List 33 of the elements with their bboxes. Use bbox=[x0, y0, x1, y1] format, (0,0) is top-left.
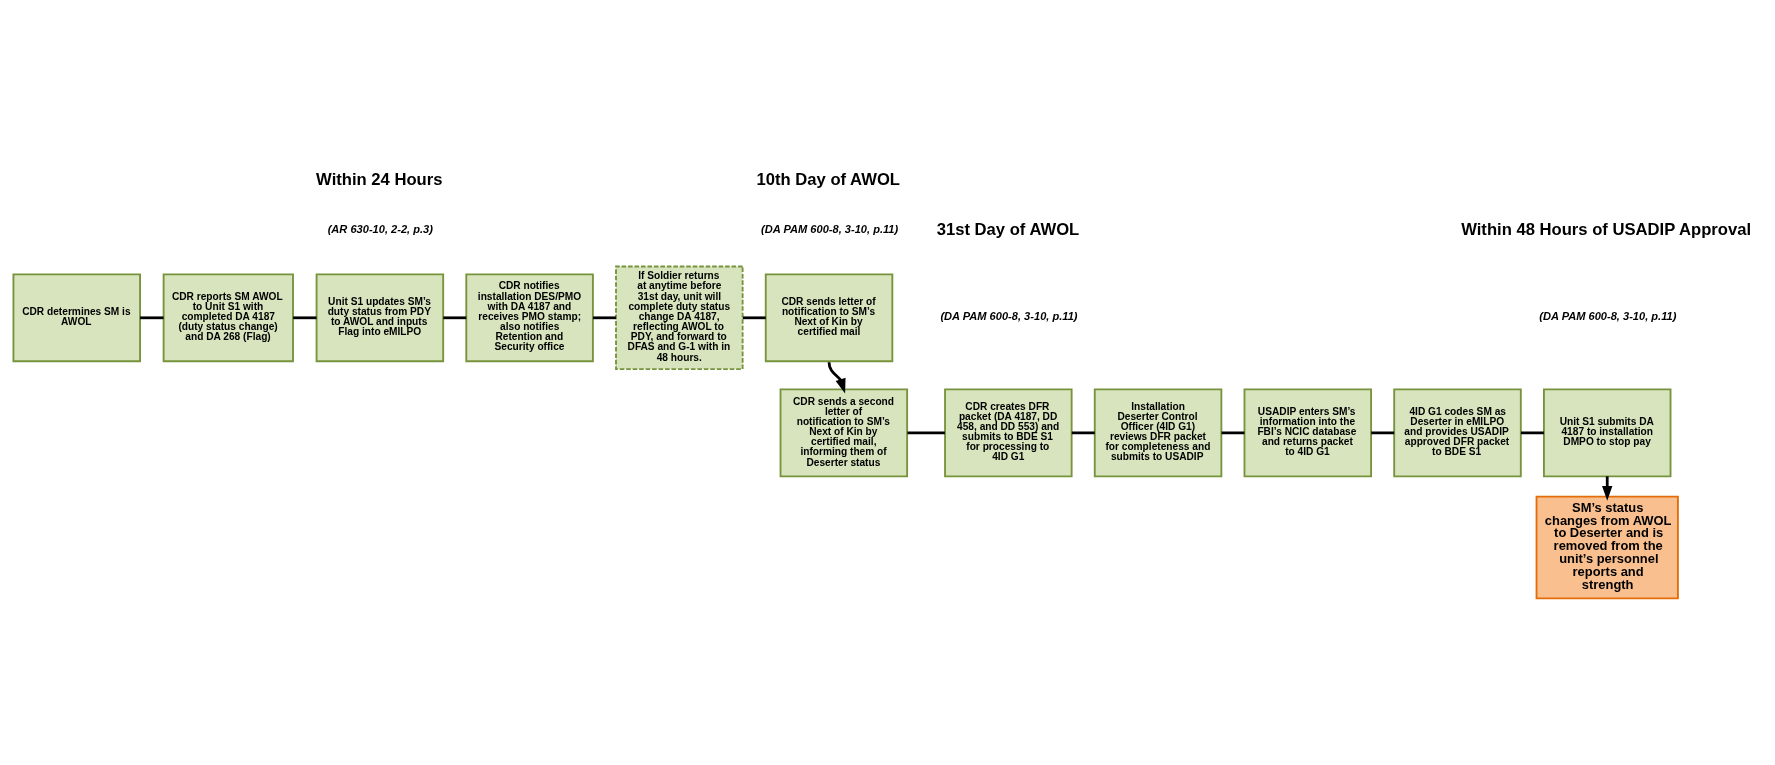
connector bbox=[1520, 431, 1544, 435]
node-box: CDR determines SM is AWOL bbox=[12, 273, 141, 363]
connector bbox=[593, 316, 616, 320]
node-box: USADIP enters SM’s information into the FBI’s NCIC database and returns packet to 4ID G1 bbox=[1243, 388, 1372, 478]
connector bbox=[1371, 431, 1395, 435]
arrow bbox=[1602, 476, 1613, 501]
connector bbox=[907, 431, 945, 435]
node-box: CDR sends a second letter of notification to SM’s Next of Kin by certified mail, informing them of Deserter status bbox=[779, 388, 909, 478]
node-box: Installation Deserter Control Officer (4ID G1) reviews DFR packet for completeness and submits to USADIP bbox=[1093, 388, 1223, 478]
node-box: SM’s status changes from AWOL to Deserter and is removed from the unit’s personnel reports and strength bbox=[1535, 495, 1679, 600]
node-box: CDR reports SM AWOL to Unit S1 with completed DA 4187 (duty status change) and DA 268 (Flag) bbox=[162, 273, 294, 363]
connector bbox=[1221, 431, 1245, 435]
label: Within 48 Hours of USADIP Approval bbox=[1461, 219, 1752, 239]
node-box: Unit S1 submits DA 4187 to installation DMPO to stop pay bbox=[1543, 388, 1672, 478]
label: (DA PAM 600-8, 3-10, p.11) bbox=[1539, 309, 1677, 322]
node-box: CDR notifies installation DES/PMO with DA 4187 and receives PMO stamp; also notifies Retention and Security office bbox=[465, 273, 594, 363]
node-box: CDR sends letter of notification to SM’s Next of Kin by certified mail bbox=[764, 273, 894, 363]
arrow bbox=[827, 362, 846, 394]
label: 31st Day of AWOL bbox=[936, 219, 1080, 239]
label: 10th Day of AWOL bbox=[756, 169, 900, 189]
label: (DA PAM 600-8, 3-10, p.11) bbox=[761, 223, 899, 236]
connector bbox=[443, 316, 467, 320]
label: (DA PAM 600-8, 3-10, p.11) bbox=[940, 309, 1078, 322]
label: (AR 630-10, 2-2, p.3) bbox=[327, 223, 433, 236]
node-box: If Soldier returns at anytime before 31st day, unit will complete duty status change DA 4187, reflecting AWOL to PDY, and forward to DFAS and G-1 with in 48 hours. bbox=[615, 265, 744, 371]
label: Within 24 Hours bbox=[316, 169, 443, 189]
node-box: 4ID G1 codes SM as Deserter in eMILPO and provides USADIP approved DFR packet to BDE S1 bbox=[1393, 388, 1522, 478]
node-box: CDR creates DFR packet (DA 4187, DD 458, and DD 553) and submits to BDE S1 for processing to 4ID G1 bbox=[944, 388, 1073, 478]
node-box: Unit S1 updates SM’s duty status from PDY to AWOL and inputs Flag into eMILPO bbox=[315, 273, 445, 363]
connector bbox=[140, 316, 164, 320]
connector bbox=[1071, 431, 1095, 435]
connector bbox=[293, 316, 317, 320]
connector bbox=[742, 316, 766, 320]
